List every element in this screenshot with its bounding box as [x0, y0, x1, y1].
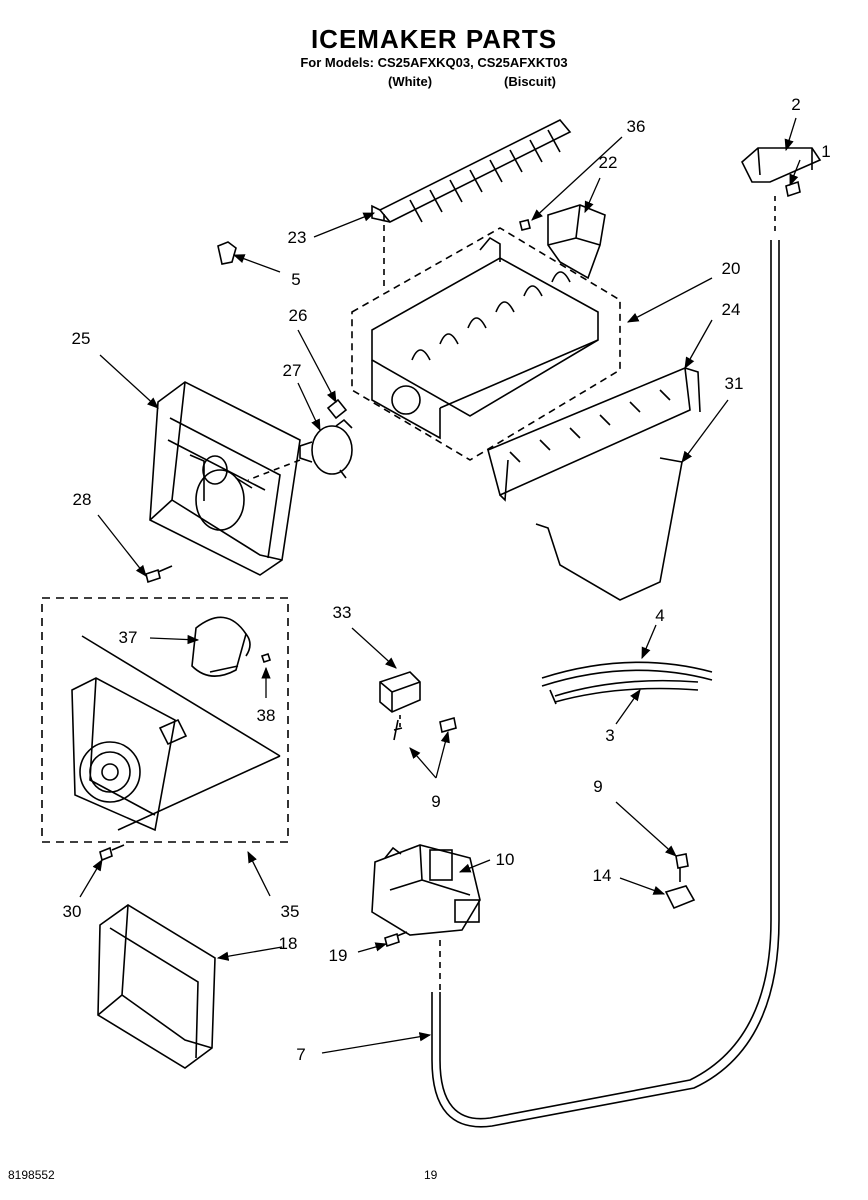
callout-24: 24	[721, 300, 741, 319]
tube-part-4	[541, 661, 713, 687]
clip-part-5	[217, 241, 237, 265]
fill-tube-part-7	[431, 240, 780, 1128]
callout-9-right: 9	[593, 777, 603, 796]
callout-7: 7	[296, 1045, 306, 1064]
callout-2: 2	[791, 95, 801, 114]
screw-part-28	[145, 565, 173, 584]
cover-part-22	[547, 204, 606, 280]
callout-27: 27	[282, 361, 302, 380]
callout-33: 33	[332, 603, 352, 622]
callout-38: 38	[256, 706, 276, 725]
callout-37: 37	[118, 628, 138, 647]
motor-part-37	[191, 616, 251, 677]
callout-4: 4	[655, 606, 665, 625]
color-white-label: (White)	[388, 74, 433, 89]
housing-part-25	[149, 381, 301, 576]
callout-20: 20	[721, 259, 741, 278]
feeler-arm-part-31	[535, 457, 683, 601]
callout-9-center: 9	[431, 792, 441, 811]
callout-31: 31	[724, 374, 744, 393]
stripper-part-24	[487, 366, 701, 502]
callout-23: 23	[287, 228, 307, 247]
water-valve-part-10	[371, 844, 481, 936]
clamp-part-14	[664, 885, 696, 910]
page-number: 19	[424, 1168, 438, 1182]
callout-22: 22	[598, 153, 618, 172]
callout-26: 26	[288, 306, 308, 325]
front-cover-part-18	[97, 904, 216, 1069]
callout-19: 19	[328, 946, 348, 965]
screw-part-19	[384, 931, 408, 948]
callout-28: 28	[72, 490, 92, 509]
screw-part-30	[99, 844, 125, 862]
callout-30: 30	[62, 902, 82, 921]
bracket-part-33	[379, 671, 457, 741]
callout-18: 18	[278, 934, 298, 953]
callout-1: 1	[821, 142, 831, 161]
screw-part-38	[260, 652, 272, 664]
callout-5: 5	[291, 270, 301, 289]
thermostat-part-27	[299, 398, 353, 479]
callout-25: 25	[71, 329, 91, 348]
screw-part-1	[785, 180, 801, 198]
screw-part-36	[519, 219, 531, 231]
motor-assembly-part-35	[41, 597, 289, 843]
callout-35: 35	[280, 902, 300, 921]
screw-part-9	[675, 853, 689, 882]
bracket-part-2	[741, 147, 822, 183]
leader-arrows	[79, 117, 801, 1054]
callout-3: 3	[605, 726, 615, 745]
tube-part-3	[549, 679, 699, 705]
thermostat-connector-line	[247, 459, 301, 481]
callout-10: 10	[495, 850, 515, 869]
ejector-part-23	[371, 119, 572, 223]
page-title: ICEMAKER PARTS	[310, 24, 558, 54]
model-numbers: For Models: CS25AFXKQ03, CS25AFXKT03	[300, 55, 568, 70]
callout-36: 36	[626, 117, 646, 136]
color-biscuit-label: (Biscuit)	[504, 74, 556, 89]
ice-mold-part-20	[351, 227, 621, 461]
document-id: 8198552	[8, 1168, 55, 1182]
callout-14: 14	[592, 866, 612, 885]
